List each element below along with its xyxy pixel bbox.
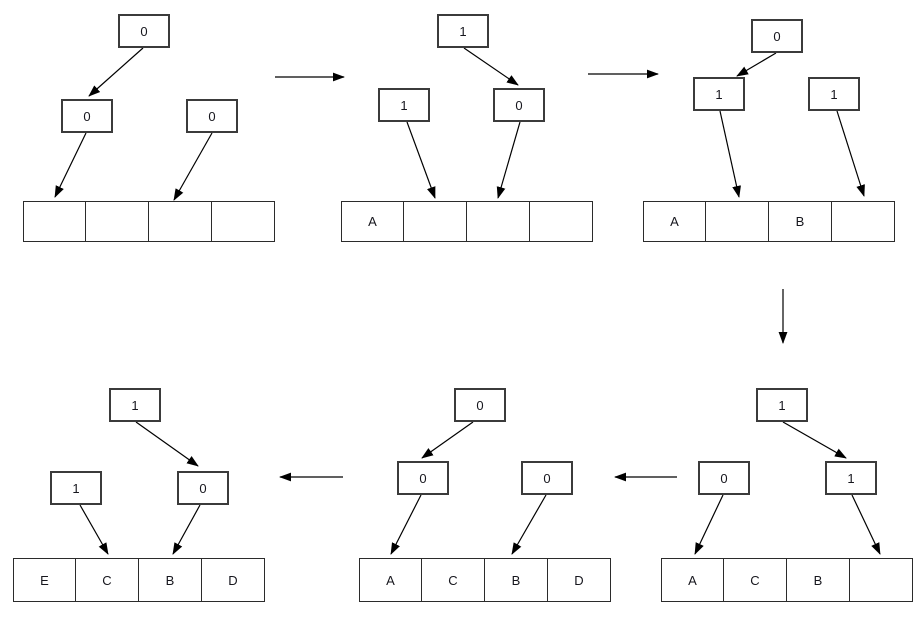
node-root: 0 <box>118 14 170 48</box>
arrow-step3-right-to-cell3 <box>836 110 865 197</box>
node-left-child: 0 <box>698 461 750 495</box>
node-right-child: 0 <box>186 99 238 133</box>
node-root: 1 <box>109 388 161 422</box>
arrow-step5-left-to-cell0 <box>390 494 422 555</box>
node-right-child: 0 <box>521 461 573 495</box>
arrow-step4-left-to-cell0 <box>694 494 724 555</box>
node-right-child: 1 <box>825 461 877 495</box>
node-right-child: 0 <box>177 471 229 505</box>
array-cell: B <box>485 558 548 602</box>
array-cell <box>212 201 275 242</box>
arrow-step3-left-to-cell1 <box>719 110 741 198</box>
array-cell <box>706 201 769 242</box>
node-right-child: 1 <box>808 77 860 111</box>
node-root: 1 <box>437 14 489 48</box>
node-left-child: 1 <box>693 77 745 111</box>
node-root: 0 <box>454 388 506 422</box>
arrow-step6-root-to-right <box>135 421 199 467</box>
array-cell: D <box>202 558 265 602</box>
array: A <box>341 201 593 242</box>
arrow-step1-root-to-left <box>88 47 144 97</box>
arrow-step2-root-to-right <box>463 47 519 86</box>
array-cell <box>850 558 913 602</box>
array-cell: A <box>661 558 724 602</box>
arrow-step3-root-to-left <box>736 52 777 77</box>
arrow-step5-root-to-left <box>421 421 474 459</box>
node-left-child: 0 <box>61 99 113 133</box>
array: A C B D <box>359 558 611 602</box>
array-cell <box>467 201 530 242</box>
arrow-step1-left-to-cell0 <box>54 132 87 198</box>
array-cell <box>404 201 467 242</box>
arrow-step4-right-to-cell3 <box>851 494 881 555</box>
node-left-child: 1 <box>378 88 430 122</box>
array-cell: A <box>643 201 706 242</box>
arrow-step1-right-to-cell2 <box>173 132 213 201</box>
array-cell: D <box>548 558 611 602</box>
array-cell <box>86 201 149 242</box>
array-cell: B <box>787 558 850 602</box>
arrow-step6-left-to-cell1 <box>79 504 109 555</box>
node-root: 0 <box>751 19 803 53</box>
arrow-step6-right-to-cell2 <box>172 504 201 555</box>
array-cell <box>832 201 895 242</box>
array-cell: B <box>769 201 832 242</box>
array-cell: E <box>13 558 76 602</box>
array-cell <box>149 201 212 242</box>
array-cell: A <box>359 558 422 602</box>
array-cell: A <box>341 201 404 242</box>
array-cell: C <box>422 558 485 602</box>
array: E C B D <box>13 558 265 602</box>
array-cell <box>530 201 593 242</box>
array-cell <box>23 201 86 242</box>
array: A C B <box>661 558 913 602</box>
node-root: 1 <box>756 388 808 422</box>
arrow-step2-right-to-cell2 <box>496 121 521 199</box>
array-cell: B <box>139 558 202 602</box>
array <box>23 201 275 242</box>
array-cell: C <box>76 558 139 602</box>
arrow-step2-left-to-cell1 <box>406 121 436 199</box>
node-right-child: 0 <box>493 88 545 122</box>
arrow-step4-root-to-right <box>782 421 847 459</box>
array-cell: C <box>724 558 787 602</box>
array: A B <box>643 201 895 242</box>
node-left-child: 1 <box>50 471 102 505</box>
arrow-step5-right-to-cell2 <box>511 494 547 555</box>
node-left-child: 0 <box>397 461 449 495</box>
